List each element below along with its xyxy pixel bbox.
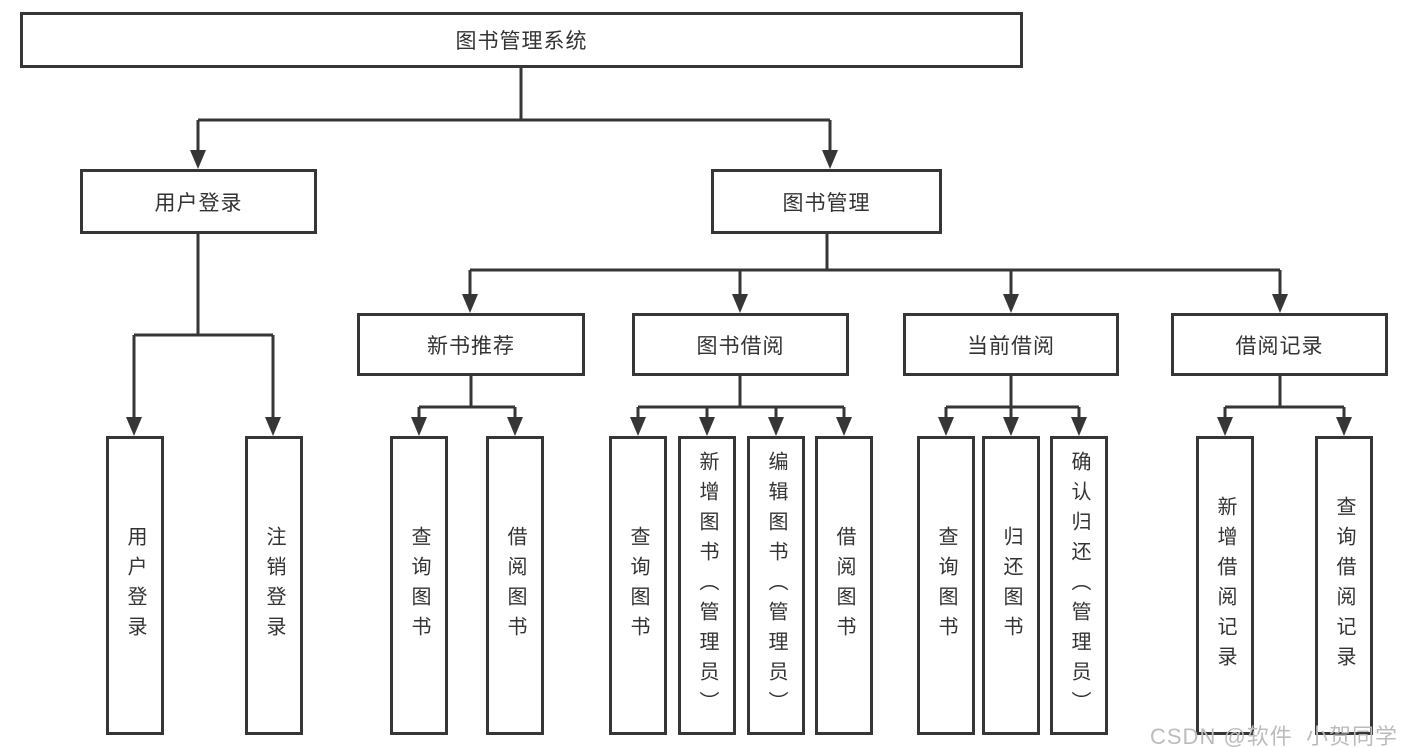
arrowhead-icon xyxy=(1003,417,1019,436)
arrowhead-icon xyxy=(1003,294,1019,313)
arrowhead-icon xyxy=(126,417,142,436)
node-label: 确认归还（管理员） xyxy=(1068,450,1090,721)
node-bb-query-books: 查询图书 xyxy=(609,436,667,735)
node-current-borrowing: 当前借阅 xyxy=(903,313,1119,376)
node-cb-query-books: 查询图书 xyxy=(917,436,975,735)
arrowhead-icon xyxy=(630,417,646,436)
connector-root-to-level2 xyxy=(190,68,838,169)
node-label: 图书管理 xyxy=(782,191,871,215)
node-label: 编辑图书（管理员） xyxy=(765,450,787,721)
node-book-borrowing: 图书借阅 xyxy=(632,313,849,376)
node-cb-confirm-return-admin: 确认归还（管理员） xyxy=(1050,436,1108,735)
arrowhead-icon xyxy=(768,417,784,436)
node-bb-add-books-admin: 新增图书（管理员） xyxy=(678,436,736,735)
arrowhead-icon xyxy=(699,417,715,436)
node-user-login-leaf: 用户登录 xyxy=(106,436,164,735)
node-bb-edit-books-admin: 编辑图书（管理员） xyxy=(747,436,805,735)
node-logout: 注销登录 xyxy=(245,436,303,735)
node-label: 图书管理系统 xyxy=(455,30,588,53)
node-label: 用户登录 xyxy=(124,525,146,646)
connector-new-book-rec-to-leaves xyxy=(411,376,523,436)
node-label: 查询图书 xyxy=(627,525,649,646)
node-label: 查询借阅记录 xyxy=(1333,495,1355,676)
arrowhead-icon xyxy=(938,417,954,436)
connector-book-management-to-level3 xyxy=(462,234,1288,313)
arrowhead-icon xyxy=(836,417,852,436)
node-br-add-record: 新增借阅记录 xyxy=(1196,436,1254,735)
arrowhead-icon xyxy=(1336,417,1352,436)
arrowhead-icon xyxy=(1272,294,1288,313)
node-label: 借阅图书 xyxy=(833,525,855,646)
node-label: 借阅图书 xyxy=(504,525,526,646)
arrowhead-icon xyxy=(507,417,523,436)
node-nbr-borrow-books: 借阅图书 xyxy=(486,436,544,735)
node-label: 新书推荐 xyxy=(427,334,515,358)
node-cb-return-books: 归还图书 xyxy=(982,436,1040,735)
connector-current-borrow-to-leaves xyxy=(938,376,1087,436)
node-br-query-record: 查询借阅记录 xyxy=(1315,436,1373,735)
connector-book-borrow-to-leaves xyxy=(630,376,852,436)
node-bb-borrow-books: 借阅图书 xyxy=(815,436,873,735)
node-label: 当前借阅 xyxy=(967,334,1055,358)
node-label: 新增借阅记录 xyxy=(1214,495,1236,676)
arrowhead-icon xyxy=(265,417,281,436)
arrowhead-icon xyxy=(462,294,478,313)
arrowhead-icon xyxy=(190,150,206,169)
arrowhead-icon xyxy=(1071,417,1087,436)
node-new-book-recommendation: 新书推荐 xyxy=(357,313,585,376)
node-nbr-query-books: 查询图书 xyxy=(390,436,448,735)
node-label: 查询图书 xyxy=(935,525,957,646)
node-label: 用户登录 xyxy=(154,191,243,215)
node-label: 注销登录 xyxy=(263,525,285,646)
node-book-management: 图书管理 xyxy=(711,169,942,234)
node-label: 新增图书（管理员） xyxy=(696,450,718,721)
node-label: 借阅记录 xyxy=(1235,334,1324,358)
arrowhead-icon xyxy=(411,417,427,436)
arrowhead-icon xyxy=(822,150,838,169)
csdn-watermark: CSDN @软件_小贺同学 xyxy=(1150,724,1399,747)
arrowhead-icon xyxy=(1217,417,1233,436)
arrowhead-icon xyxy=(732,294,748,313)
node-library-management-system: 图书管理系统 xyxy=(20,12,1023,68)
node-label: 查询图书 xyxy=(408,525,430,646)
node-label: 图书借阅 xyxy=(696,334,785,358)
node-user-login-branch: 用户登录 xyxy=(80,169,317,234)
connector-user-login-to-leaves xyxy=(126,234,281,436)
node-borrowing-records: 借阅记录 xyxy=(1171,313,1388,376)
node-label: 归还图书 xyxy=(1000,525,1022,646)
connector-borrow-records-to-leaves xyxy=(1217,376,1352,436)
